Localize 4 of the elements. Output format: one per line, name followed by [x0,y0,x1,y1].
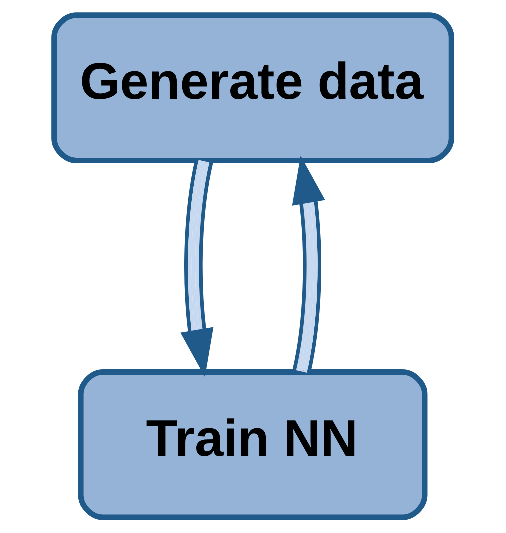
node-box: Generate data [52,12,454,164]
arrow [292,156,326,374]
node-box: Train NN [78,370,428,520]
arrow [180,159,214,378]
